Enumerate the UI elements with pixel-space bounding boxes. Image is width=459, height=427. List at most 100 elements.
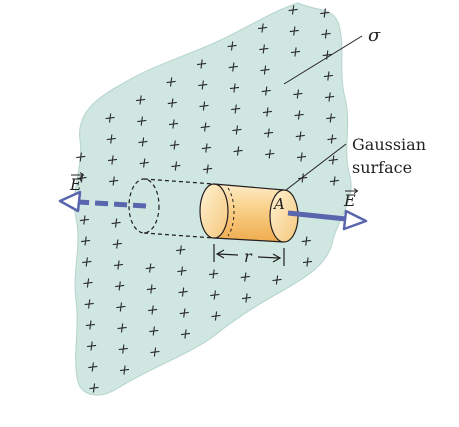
plus-charge-icon xyxy=(145,263,155,273)
plus-charge-icon xyxy=(326,113,336,123)
plus-charge-icon xyxy=(293,89,303,99)
plus-charge-icon xyxy=(289,26,299,36)
plus-charge-icon xyxy=(241,293,252,303)
vector-arrow-left-icon xyxy=(71,172,85,178)
plus-charge-icon xyxy=(113,260,124,270)
field-left-letter: E xyxy=(69,175,82,194)
plus-charge-icon xyxy=(328,155,338,165)
sigma-label: σ xyxy=(368,25,381,46)
plus-charge-icon xyxy=(290,47,301,57)
plus-charge-icon xyxy=(210,290,220,300)
plus-charge-icon xyxy=(301,236,311,246)
plus-charge-icon xyxy=(89,383,99,393)
plus-charge-icon xyxy=(118,344,128,354)
plus-charge-icon xyxy=(296,152,307,162)
plus-charge-icon xyxy=(179,308,189,318)
plus-charge-icon xyxy=(82,257,92,267)
radius-dimension xyxy=(213,244,285,266)
plus-charge-icon xyxy=(146,284,156,294)
plus-charge-icon xyxy=(200,122,210,132)
plus-charge-icon xyxy=(298,173,308,183)
field-label-left: E xyxy=(69,172,85,194)
plus-charge-icon xyxy=(136,95,146,105)
plus-charge-icon xyxy=(168,119,179,129)
plus-charge-icon xyxy=(149,326,159,336)
plus-charge-icon xyxy=(258,23,268,33)
plus-charge-icon xyxy=(201,143,211,153)
plus-charge-icon xyxy=(329,176,339,186)
plus-charge-icon xyxy=(76,152,86,162)
gaussian-cylinder xyxy=(199,183,299,243)
plus-charge-icon xyxy=(209,269,219,279)
plus-charge-icon xyxy=(295,131,305,141)
plus-charge-icon xyxy=(327,134,337,144)
plus-charge-icon xyxy=(148,305,158,315)
plus-charge-icon xyxy=(203,164,213,174)
plus-charge-icon xyxy=(111,218,121,228)
gaussian-leader-line xyxy=(285,143,347,191)
plus-charge-icon xyxy=(166,77,176,87)
plus-charge-icon xyxy=(139,158,149,168)
plus-charge-icon xyxy=(198,80,208,90)
field-arrow-right xyxy=(287,209,368,231)
gaussian-surface-label-line2: surface xyxy=(352,158,412,177)
plus-charge-icon xyxy=(227,41,237,51)
plus-charge-icon xyxy=(272,275,282,285)
plus-charge-icon xyxy=(264,128,274,138)
plus-charge-icon xyxy=(83,278,93,288)
plus-charge-icon xyxy=(150,347,160,357)
plus-charge-icon xyxy=(109,176,119,186)
plus-charge-icon xyxy=(229,83,240,93)
vector-arrow-right-icon xyxy=(345,188,359,194)
plus-charge-icon xyxy=(325,92,335,102)
plus-charge-icon xyxy=(261,86,271,96)
plus-charge-icon xyxy=(294,110,304,120)
plus-charge-icon xyxy=(167,98,177,108)
plus-charge-icon xyxy=(323,71,333,81)
plus-charge-icon xyxy=(320,8,330,18)
plus-charge-icon xyxy=(87,341,97,351)
plus-charge-icon xyxy=(137,116,147,126)
plus-charge-icon xyxy=(262,107,272,117)
plus-charge-icon xyxy=(231,104,241,114)
plus-charge-icon xyxy=(197,59,207,69)
plus-charge-icon xyxy=(302,257,313,267)
charge-grid xyxy=(76,5,339,393)
plus-charge-icon xyxy=(233,146,243,156)
plus-charge-icon xyxy=(81,236,91,246)
plus-charge-icon xyxy=(240,272,250,282)
plus-charge-icon xyxy=(79,215,89,225)
plus-charge-icon xyxy=(116,302,126,312)
plus-charge-icon xyxy=(177,266,187,276)
plus-charge-icon xyxy=(107,155,118,165)
plus-charge-icon xyxy=(106,134,116,144)
radius-label: r xyxy=(244,247,253,266)
area-label: A xyxy=(272,195,285,213)
plus-charge-icon xyxy=(176,245,186,255)
field-right-letter: E xyxy=(343,191,356,210)
plus-charge-icon xyxy=(105,113,115,123)
plus-charge-icon xyxy=(112,239,122,249)
plus-charge-icon xyxy=(180,329,191,339)
plus-charge-icon xyxy=(85,320,95,330)
plus-charge-icon xyxy=(211,311,221,321)
plus-charge-icon xyxy=(259,44,269,54)
plus-charge-icon xyxy=(138,137,148,147)
field-arrow-left xyxy=(58,190,147,213)
plus-charge-icon xyxy=(228,62,238,72)
plus-charge-icon xyxy=(232,125,242,135)
plus-charge-icon xyxy=(170,140,180,150)
plus-charge-icon xyxy=(88,362,98,372)
plus-charge-icon xyxy=(84,299,94,309)
plus-charge-icon xyxy=(321,29,331,39)
plus-charge-icon xyxy=(260,65,270,75)
gaussian-surface-label-line1: Gaussian xyxy=(352,135,426,154)
plus-charge-icon xyxy=(265,149,275,159)
sigma-leader-line xyxy=(283,35,363,85)
plus-charge-icon xyxy=(178,287,188,297)
plus-charge-icon xyxy=(117,323,127,333)
field-label-right: E xyxy=(343,188,359,210)
cylinder-hidden-part xyxy=(128,178,215,239)
plus-charge-icon xyxy=(288,5,298,15)
